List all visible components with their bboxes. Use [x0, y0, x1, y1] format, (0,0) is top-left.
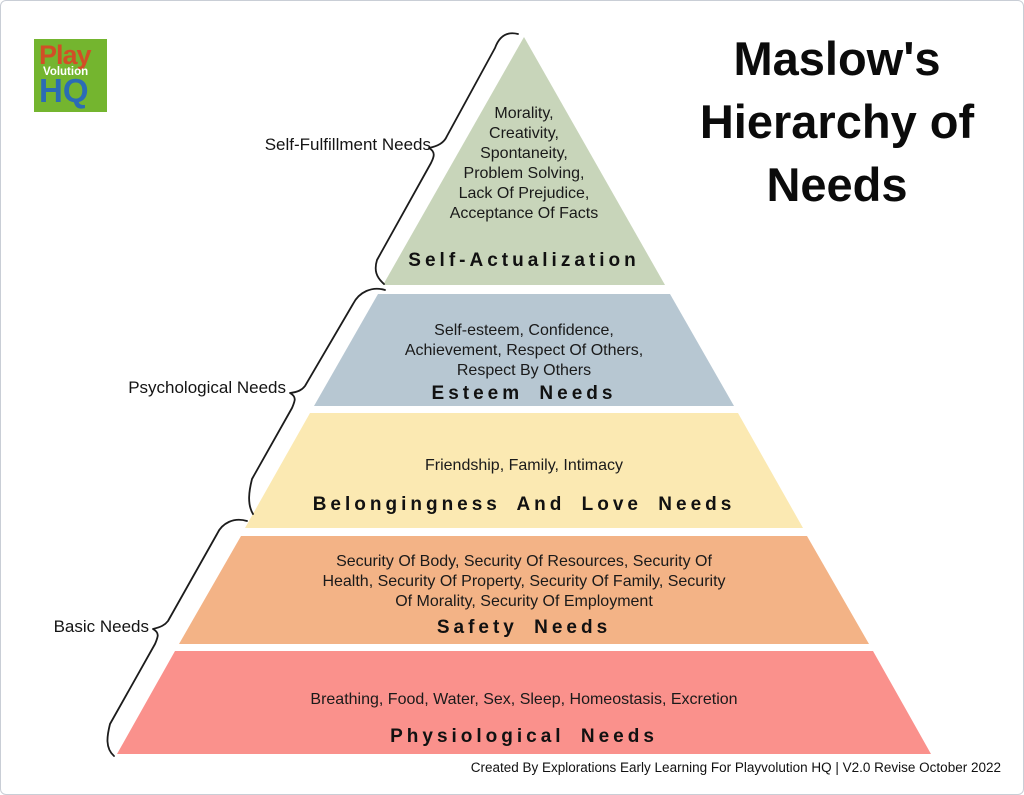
- group-label-self-fulfillment: Self-Fulfillment Needs: [264, 135, 431, 154]
- tier-self-actualization-shape: [383, 37, 665, 285]
- tier-self-actualization-text: Morality, Creativity, Spontaneity, Probl…: [384, 104, 664, 272]
- tier-description: Security Of Body, Security Of Resources,…: [322, 553, 726, 610]
- tier-heading: Self-Actualization: [408, 250, 640, 271]
- tier-heading: Physiological Needs: [390, 726, 658, 747]
- footer-credit: Created By Explorations Early Learning F…: [470, 760, 1001, 775]
- page-title: Maslow's Hierarchy of Needs: [699, 32, 975, 211]
- tier-heading: Belongingness And Love Needs: [312, 494, 736, 515]
- tier-description: Morality, Creativity, Spontaneity, Probl…: [449, 105, 599, 222]
- logo-play-text: Play: [39, 40, 92, 70]
- brace-basic: [106, 518, 248, 757]
- playvolution-hq-logo: Play Volution HQ: [34, 39, 107, 112]
- tier-physiological-text: Breathing, Food, Water, Sex, Sleep, Home…: [174, 690, 874, 748]
- group-label-basic: Basic Needs: [53, 617, 149, 636]
- tier-description: Breathing, Food, Water, Sex, Sleep, Home…: [310, 691, 738, 708]
- tier-belongingness-text: Friendship, Family, Intimacy Belongingne…: [274, 456, 774, 516]
- tier-heading: Esteem Needs: [431, 383, 617, 404]
- brace-self-fulfillment: [374, 32, 519, 285]
- tier-description: Friendship, Family, Intimacy: [425, 457, 623, 474]
- tier-safety-shape: [179, 536, 869, 644]
- tier-esteem-text: Self-esteem, Confidence, Achievement, Re…: [334, 321, 714, 405]
- tier-physiological-shape: [117, 651, 931, 754]
- brace-psychological: [248, 287, 386, 515]
- tier-heading: Safety Needs: [436, 617, 612, 638]
- tier-description: Self-esteem, Confidence, Achievement, Re…: [404, 322, 644, 379]
- group-label-psychological: Psychological Needs: [128, 378, 286, 397]
- tier-safety-text: Security Of Body, Security Of Resources,…: [234, 552, 814, 639]
- logo-hq-text: HQ: [39, 72, 89, 109]
- tier-esteem-shape: [314, 294, 734, 406]
- logo-volution-text: Volution: [43, 66, 89, 78]
- tier-belongingness-shape: [245, 413, 803, 528]
